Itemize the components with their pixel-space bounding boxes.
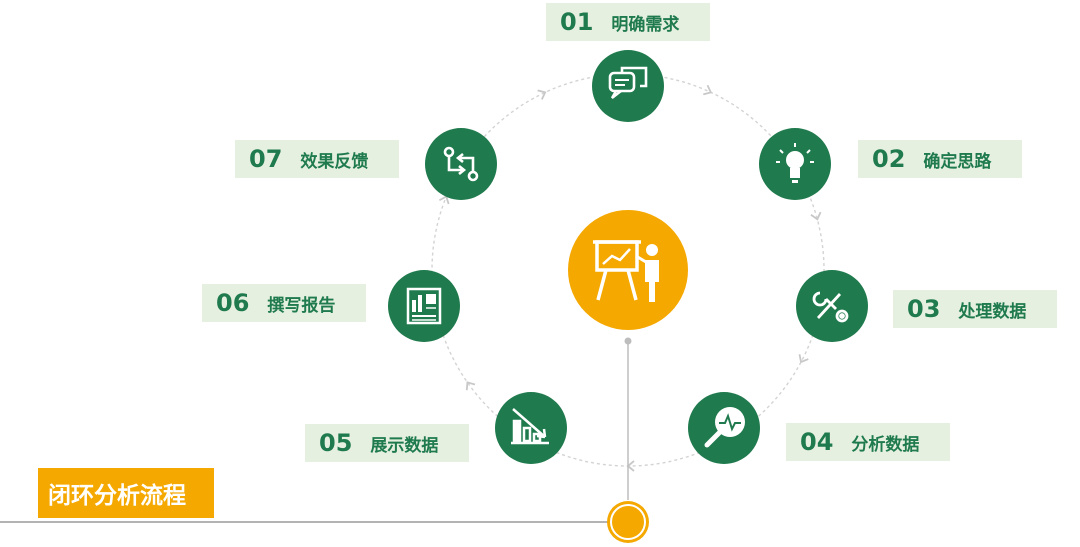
track-arrowhead-2: [810, 211, 822, 221]
step-03-label: 03 处理数据: [893, 290, 1057, 328]
step-06-text: 撰写报告: [267, 295, 336, 316]
track-arrowhead-1: [703, 84, 713, 96]
diagram-title: 闭环分析流程: [38, 468, 214, 518]
step-06-label: 06 撰写报告: [202, 284, 366, 322]
step-05-text: 展示数据: [370, 435, 439, 456]
step-02-number: 02: [872, 145, 906, 173]
magnifier-pulse-icon: [704, 407, 745, 448]
connector-dot: [624, 337, 632, 345]
step-06-number: 06: [216, 289, 250, 317]
step-01-text: 明确需求: [611, 14, 680, 35]
step-05-node: [495, 392, 567, 464]
step-01-number: 01: [560, 8, 594, 36]
track-arrowhead-3: [798, 354, 809, 364]
step-03-number: 03: [907, 295, 941, 323]
track-arrowhead-7: [537, 89, 547, 100]
step-02-text: 确定思路: [923, 151, 992, 172]
track-arrowhead-5: [465, 381, 476, 391]
feedback-loop-icon: [443, 146, 479, 182]
step-05-number: 05: [319, 429, 353, 457]
tools-icon: [812, 291, 849, 323]
speech-bubbles-icon: [608, 66, 648, 99]
step-07-number: 07: [249, 145, 283, 173]
step-04-node: [688, 392, 760, 464]
step-07-label: 07 效果反馈: [235, 140, 399, 178]
bar-chart-down-icon: [511, 408, 549, 445]
step-04-label: 04 分析数据: [786, 423, 950, 461]
step-01-node: [592, 50, 664, 122]
step-06-node: [388, 270, 460, 342]
orange-marker-icon: [607, 501, 649, 543]
step-07-text: 效果反馈: [300, 151, 369, 172]
step-03-text: 处理数据: [958, 301, 1027, 322]
step-05-label: 05 展示数据: [305, 424, 469, 462]
presentation-board-icon: [568, 210, 688, 330]
step-02-label: 02 确定思路: [858, 140, 1022, 178]
step-07-node: [425, 128, 497, 200]
step-04-text: 分析数据: [851, 434, 920, 455]
light-bulb-icon: [776, 143, 814, 183]
step-03-node: [796, 270, 868, 342]
step-01-label: 01 明确需求: [546, 3, 710, 41]
step-02-node: [759, 128, 831, 200]
step-04-number: 04: [800, 428, 834, 456]
report-document-icon: [406, 287, 442, 325]
